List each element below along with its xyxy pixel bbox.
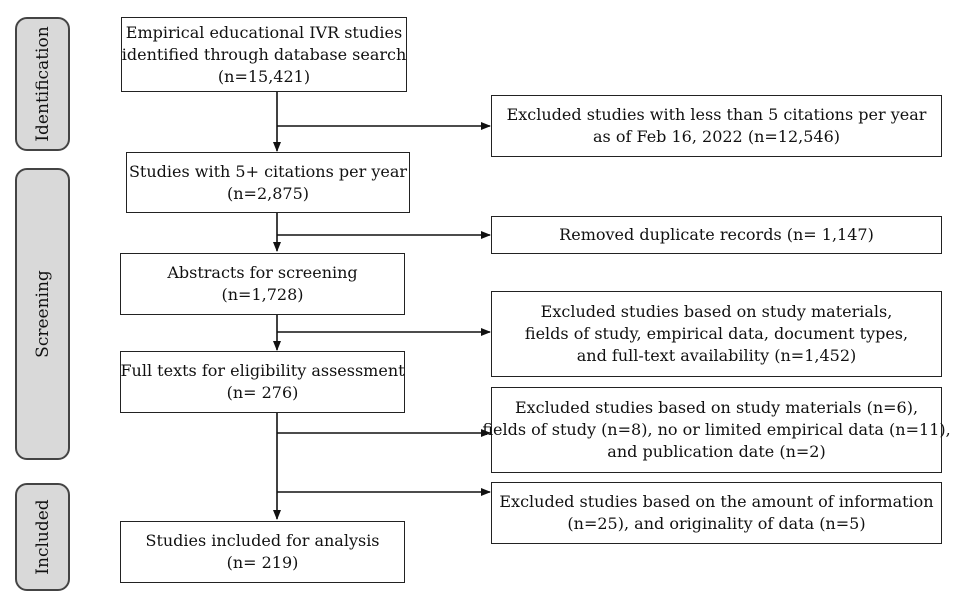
stage-screening: Screening bbox=[15, 168, 70, 460]
box-full-text-assessment: Full texts for eligibility assessment (n… bbox=[120, 351, 405, 413]
box-text-line: (n= 276) bbox=[226, 383, 299, 402]
box-identified-studies: Empirical educational IVR studies identi… bbox=[121, 17, 407, 92]
box-removed-duplicates: Removed duplicate records (n= 1,147) bbox=[491, 216, 942, 254]
box-text-line: as of Feb 16, 2022 (n=12,546) bbox=[592, 127, 840, 146]
box-text-line: Excluded studies based on study material… bbox=[540, 302, 893, 321]
box-text-line: (n=2,875) bbox=[227, 183, 309, 203]
box-text-line: (n=25), and originality of data (n=5) bbox=[567, 514, 866, 533]
box-text-line: (n=1,728) bbox=[221, 285, 304, 304]
box-text-line: (n= 219) bbox=[226, 553, 299, 572]
box-text-line: Excluded studies based on study material… bbox=[514, 398, 919, 417]
box-excluded-full-text: Excluded studies based on study material… bbox=[482, 387, 951, 473]
box-text-line: and publication date (n=2) bbox=[607, 442, 826, 461]
box-text-line: Studies with 5+ citations per year bbox=[128, 161, 408, 181]
box-text-line: Excluded studies based on the amount of … bbox=[499, 492, 934, 511]
box-abstract-screening: Abstracts for screening (n=1,728) bbox=[120, 253, 405, 315]
box-excluded-citations: Excluded studies with less than 5 citati… bbox=[491, 95, 942, 157]
box-text-line: fields of study, empirical data, documen… bbox=[524, 324, 909, 343]
box-text-line: Studies included for analysis bbox=[145, 531, 380, 550]
box-text-line: Removed duplicate records (n= 1,147) bbox=[559, 225, 874, 244]
box-text-line: Empirical educational IVR studies bbox=[125, 22, 403, 42]
box-text-line: Excluded studies with less than 5 citati… bbox=[506, 105, 927, 124]
box-text-line: identified through database search bbox=[121, 44, 407, 64]
box-excluded-information: Excluded studies based on the amount of … bbox=[491, 482, 942, 544]
box-excluded-abstract-screening: Excluded studies based on study material… bbox=[491, 291, 942, 377]
box-text-line: (n=15,421) bbox=[217, 66, 311, 86]
box-included-studies: Studies included for analysis (n= 219) bbox=[120, 521, 405, 583]
box-text-line: Abstracts for screening bbox=[167, 263, 358, 282]
stage-identification: Identification bbox=[15, 17, 70, 151]
box-text-line: fields of study (n=8), no or limited emp… bbox=[482, 420, 951, 439]
box-citation-filter: Studies with 5+ citations per year (n=2,… bbox=[126, 152, 410, 213]
box-text-line: and full-text availability (n=1,452) bbox=[576, 346, 857, 365]
box-text-line: Full texts for eligibility assessment bbox=[120, 361, 405, 380]
stage-included: Included bbox=[15, 483, 70, 591]
